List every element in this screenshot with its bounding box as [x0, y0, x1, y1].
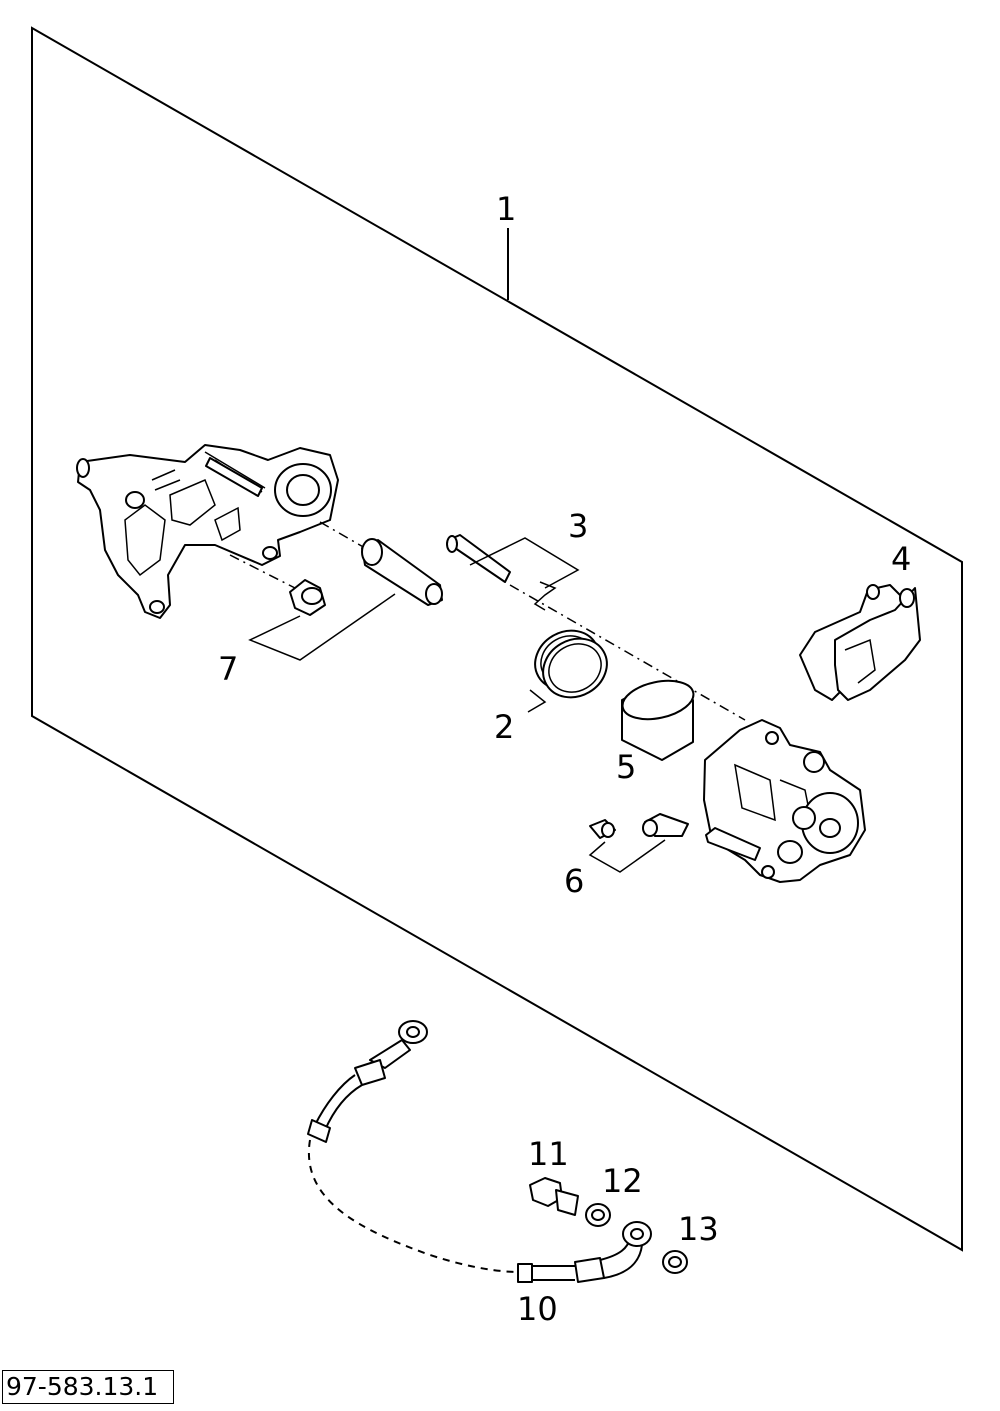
callout-1: 1	[496, 190, 516, 228]
banjo-bolt-11	[529, 1177, 579, 1216]
callout-7: 7	[218, 650, 238, 688]
callout-5: 5	[616, 748, 636, 786]
caliper-carrier-bracket	[76, 444, 339, 619]
sealing-washer-12	[585, 1203, 611, 1227]
pad-pin-and-clip-3	[446, 534, 557, 611]
diagram-reference-code: 97-583.13.1	[2, 1370, 174, 1404]
leader-6	[588, 839, 666, 873]
callout-2: 2	[494, 708, 514, 746]
bleed-screws-6	[589, 813, 689, 839]
slide-pin-and-boot-7	[289, 538, 443, 616]
callout-6: 6	[564, 862, 584, 900]
callout-12: 12	[602, 1162, 643, 1200]
brake-hose-10	[307, 1020, 652, 1283]
assembly-frame	[31, 26, 963, 1252]
callout-13: 13	[678, 1210, 719, 1248]
leader-3	[469, 537, 580, 589]
brake-pads-4	[799, 584, 921, 701]
piston-5	[621, 679, 695, 761]
axis-line-piston	[509, 584, 746, 721]
axis-line-boot	[229, 554, 296, 589]
callout-10: 10	[517, 1290, 558, 1328]
leader-2	[527, 689, 547, 713]
leader-7	[248, 593, 396, 661]
caliper-body	[703, 719, 866, 883]
callout-3: 3	[568, 507, 588, 545]
axis-line-pin	[319, 521, 366, 549]
piston-seal-rings-2	[534, 629, 608, 699]
sealing-washer-13	[662, 1250, 688, 1274]
callout-4: 4	[891, 540, 911, 578]
callout-11: 11	[528, 1135, 569, 1173]
